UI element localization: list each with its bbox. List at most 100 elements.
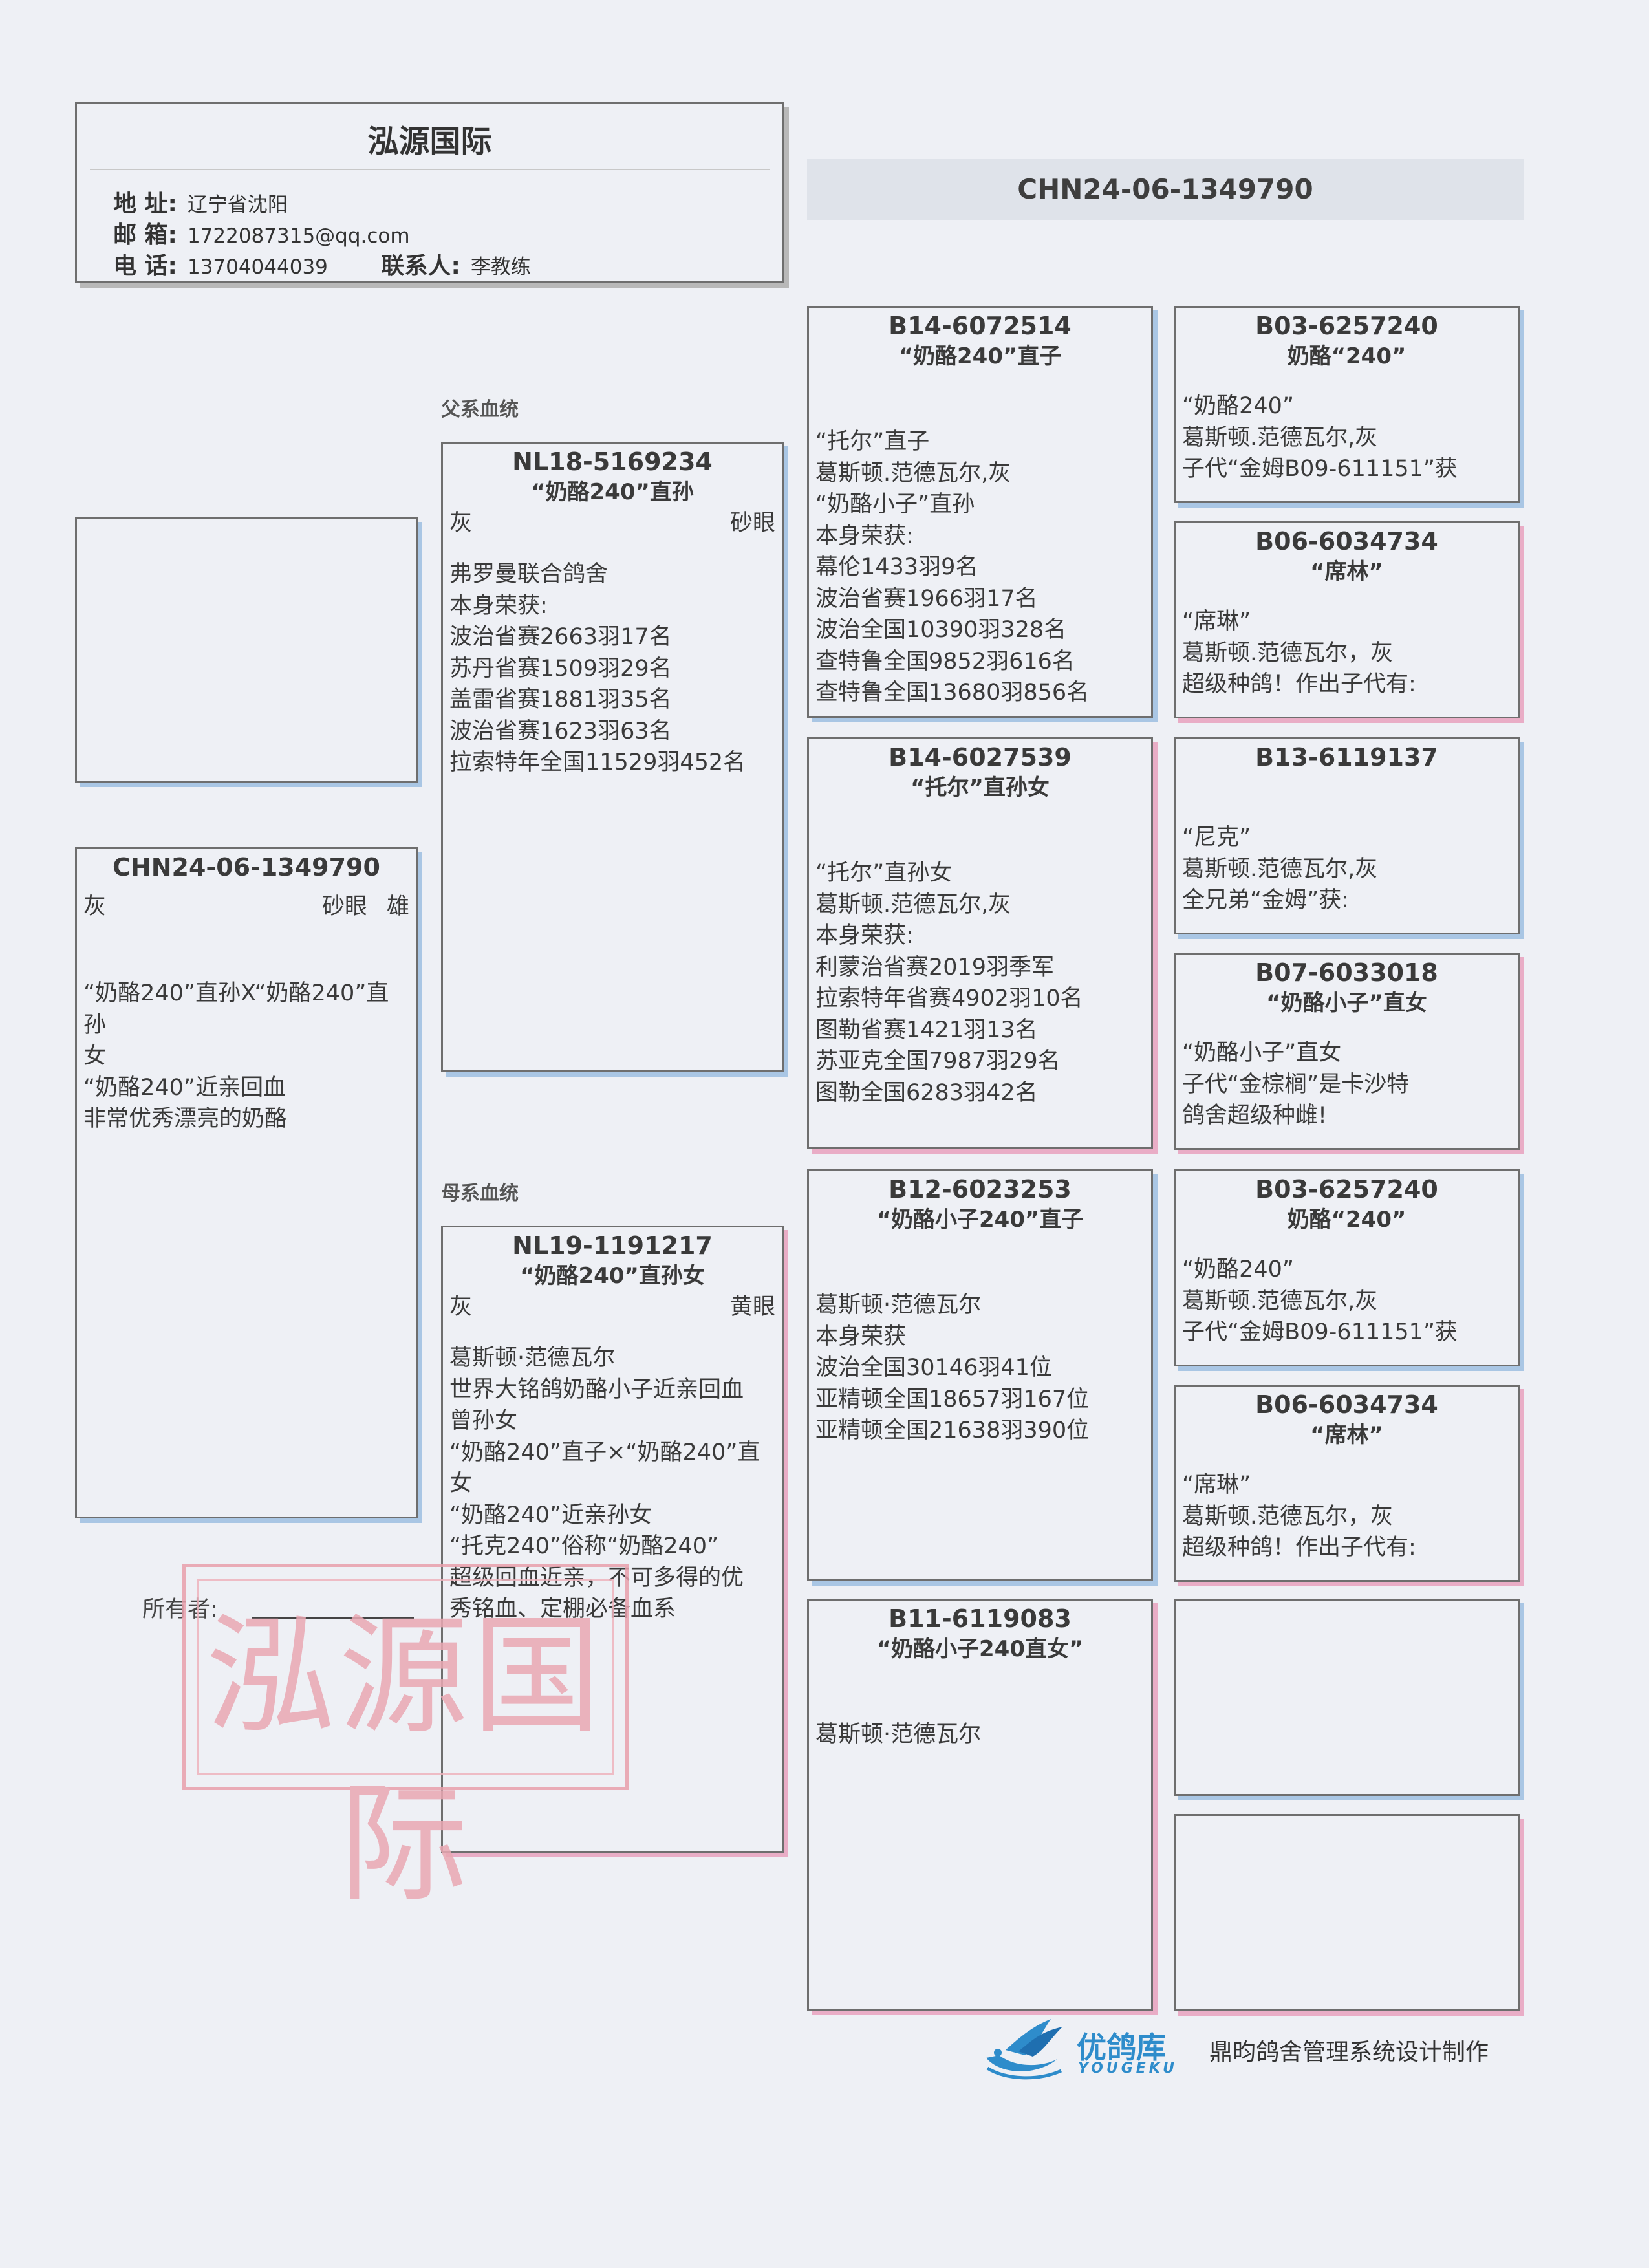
note-line: 弗罗曼联合鸽舍 <box>449 561 609 587</box>
note-line: 葛斯顿.范德瓦尔,灰 <box>1182 856 1378 882</box>
sire-sire-name: “奶酪240”直子 <box>898 343 1062 369</box>
dam-dam-notes: 葛斯顿·范德瓦尔 <box>809 1719 1151 1751</box>
note-line: 全兄弟“金姆”获: <box>1182 887 1350 913</box>
subject-attrs: 灰 砂眼 雄 <box>77 891 416 923</box>
note-line: “尼克” <box>1182 825 1251 850</box>
note-line: “奶酪240”近亲回血 <box>83 1074 286 1101</box>
note-line: 子代“金棕榈”是卡沙特 <box>1182 1071 1410 1097</box>
subject-eye: 砂眼 <box>321 894 367 920</box>
ddd-card <box>1174 1814 1520 2011</box>
sire-dam-name: “托尔”直孙女 <box>911 775 1050 801</box>
note-line: 本身荣获: <box>449 592 548 619</box>
email-row: 邮 箱: 1722087315@qq.com <box>113 216 410 250</box>
phone-value: 13704044039 <box>187 255 328 279</box>
note-line: 本身荣获: <box>815 923 914 949</box>
note-line: 图勒省赛1421羽13名 <box>815 1017 1038 1043</box>
note-line: “托尔”直子 <box>815 429 930 455</box>
subject-notes: “奶酪240”直孙X“奶酪240”直孙 女 “奶酪240”近亲回血 非常优秀漂亮… <box>77 978 416 1135</box>
note-line: 拉索特年全国11529羽452名 <box>449 750 746 775</box>
stamp-inner-border <box>197 1579 614 1775</box>
email-label: 邮 箱: <box>113 222 177 248</box>
note-line: 苏丹省赛1509羽29名 <box>449 655 672 682</box>
dss-notes: “奶酪240” 葛斯顿.范德瓦尔,灰 子代“金姆B09-611151”获 <box>1176 1254 1518 1348</box>
sdd-card: B07-6033018 “奶酪小子”直女 “奶酪小子”直女 子代“金棕榈”是卡沙… <box>1174 953 1520 1150</box>
dam-name: “奶酪240”直孙女 <box>520 1263 705 1289</box>
dam-color: 灰 <box>449 1294 473 1320</box>
sss-card: B03-6257240 奶酪“240” “奶酪240” 葛斯顿.范德瓦尔,灰 子… <box>1174 306 1520 503</box>
note-line: 亚精顿全国18657羽167位 <box>815 1386 1090 1412</box>
owner-signature-line <box>252 1617 414 1619</box>
note-line: 子代“金姆B09-611151”获 <box>1182 1319 1458 1345</box>
brand-name-en: YOUGEKU <box>1078 2060 1178 2077</box>
note-line: 拉索特年省赛4902羽10名 <box>815 986 1083 1011</box>
dds-card <box>1174 1599 1520 1796</box>
sss-ring: B03-6257240 <box>1255 312 1438 340</box>
note-line: “奶酪小子”直女 <box>1182 1040 1342 1066</box>
dam-dam-card: B11-6119083 “奶酪小子240直女” 葛斯顿·范德瓦尔 <box>807 1599 1153 2011</box>
note-line: 葛斯顿·范德瓦尔 <box>815 1292 982 1318</box>
dss-name: 奶酪“240” <box>1287 1207 1406 1233</box>
dsd-card: B06-6034734 “席林” “席琳” 葛斯顿.范德瓦尔，灰 超级种鸽！作出… <box>1174 1385 1520 1582</box>
dam-sire-notes: 葛斯顿·范德瓦尔 本身荣获 波治全国30146羽41位 亚精顿全国18657羽1… <box>809 1290 1151 1447</box>
dam-ring: NL19-1191217 <box>512 1231 713 1260</box>
subject-ring-banner: CHN24-06-1349790 <box>807 159 1524 220</box>
sire-name: “奶酪240”直孙 <box>531 479 694 505</box>
dsd-notes: “席琳” 葛斯顿.范德瓦尔，灰 超级种鸽！作出子代有: <box>1176 1469 1518 1564</box>
note-line: 超级种鸽！作出子代有: <box>1182 1535 1416 1561</box>
brand-tagline: 鼎昀鸽舍管理系统设计制作 <box>1209 2039 1489 2066</box>
note-line: 葛斯顿·范德瓦尔 <box>449 1345 616 1371</box>
note-line: 利蒙治省赛2019羽季军 <box>815 954 1055 980</box>
note-line: 超级回血近亲，不可多得的优 <box>449 1564 744 1591</box>
subject-color: 灰 <box>83 894 107 920</box>
loft-name: 泓源国际 <box>367 124 492 160</box>
dam-notes: 葛斯顿·范德瓦尔 世界大铭鸽奶酪小子近亲回血 曾孙女 “奶酪240”直子×“奶酪… <box>443 1343 782 1625</box>
email-value: 1722087315@qq.com <box>187 224 410 248</box>
sss-name: 奶酪“240” <box>1287 343 1406 369</box>
dam-sire-ring: B12-6023253 <box>889 1175 1072 1204</box>
note-line: “奶酪小子”直孙 <box>815 491 975 517</box>
dsd-ring: B06-6034734 <box>1255 1390 1438 1419</box>
pigeon-logo-icon <box>986 2019 1062 2080</box>
note-line: 葛斯顿.范德瓦尔,灰 <box>1182 1288 1378 1314</box>
photo-placeholder <box>75 517 418 783</box>
sdd-name: “奶酪小子”直女 <box>1266 990 1427 1016</box>
note-line: 波治全国30146羽41位 <box>815 1355 1052 1381</box>
note-line: 波治全国10390羽328名 <box>815 617 1067 643</box>
contact-value: 李教练 <box>470 255 531 279</box>
brand-footer: 优鸽库 YOUGEKU 鼎昀鸽舍管理系统设计制作 <box>980 2013 1626 2084</box>
dam-attrs: 灰 黄眼 <box>443 1291 782 1323</box>
note-line: 超级种鸽！作出子代有: <box>1182 671 1416 697</box>
owner-label: 所有者: <box>142 1597 218 1623</box>
note-line: “奶酪240” <box>1182 1257 1295 1282</box>
dam-dam-ring: B11-6119083 <box>889 1604 1072 1633</box>
sire-eye: 砂眼 <box>729 510 775 536</box>
sire-line-label: 父系血统 <box>441 398 519 421</box>
note-line: 秀铭血、定棚必备血系 <box>449 1596 676 1622</box>
ssd-card: B06-6034734 “席林” “席琳” 葛斯顿.范德瓦尔，灰 超级种鸽！作出… <box>1174 521 1520 718</box>
ssd-notes: “席琳” 葛斯顿.范德瓦尔，灰 超级种鸽！作出子代有: <box>1176 606 1518 700</box>
sds-name <box>1176 773 1518 803</box>
dam-eye: 黄眼 <box>729 1294 775 1320</box>
sds-ring: B13-6119137 <box>1255 743 1438 772</box>
dam-sire-name: “奶酪小子240”直子 <box>876 1207 1084 1233</box>
note-line: 非常优秀漂亮的奶酪 <box>83 1106 288 1132</box>
note-line: 苏亚克全国7987羽29名 <box>815 1048 1061 1074</box>
note-line: 葛斯顿·范德瓦尔 <box>815 1722 982 1747</box>
note-line: 葛斯顿.范德瓦尔,灰 <box>1182 424 1378 451</box>
brand-name-cn: 优鸽库 <box>1077 2030 1166 2065</box>
loft-info-card: 泓源国际 地 址:辽宁省沈阳 邮 箱:1722087315@qq.com 电 话… <box>75 102 784 283</box>
ssd-ring: B06-6034734 <box>1255 527 1438 556</box>
dam-line-label: 母系血统 <box>441 1182 519 1205</box>
sss-notes: “奶酪240” 葛斯顿.范德瓦尔,灰 子代“金姆B09-611151”获 <box>1176 391 1518 485</box>
address-value: 辽宁省沈阳 <box>187 193 288 217</box>
sire-color: 灰 <box>449 510 473 536</box>
note-line: “托克240”俗称“奶酪240” <box>449 1533 719 1559</box>
note-line: “席琳” <box>1182 609 1251 634</box>
sdd-notes: “奶酪小子”直女 子代“金棕榈”是卡沙特 鸽舍超级种雌! <box>1176 1037 1518 1132</box>
note-line: 葛斯顿.范德瓦尔，灰 <box>1182 640 1394 666</box>
note-line: 世界大铭鸽奶酪小子近亲回血 <box>449 1376 744 1403</box>
dam-sire-card: B12-6023253 “奶酪小子240”直子 葛斯顿·范德瓦尔 本身荣获 波治… <box>807 1169 1153 1581</box>
note-line: 鸽舍超级种雌! <box>1182 1103 1328 1129</box>
dss-card: B03-6257240 奶酪“240” “奶酪240” 葛斯顿.范德瓦尔,灰 子… <box>1174 1169 1520 1366</box>
note-line: 幕伦1433羽9名 <box>815 554 978 580</box>
